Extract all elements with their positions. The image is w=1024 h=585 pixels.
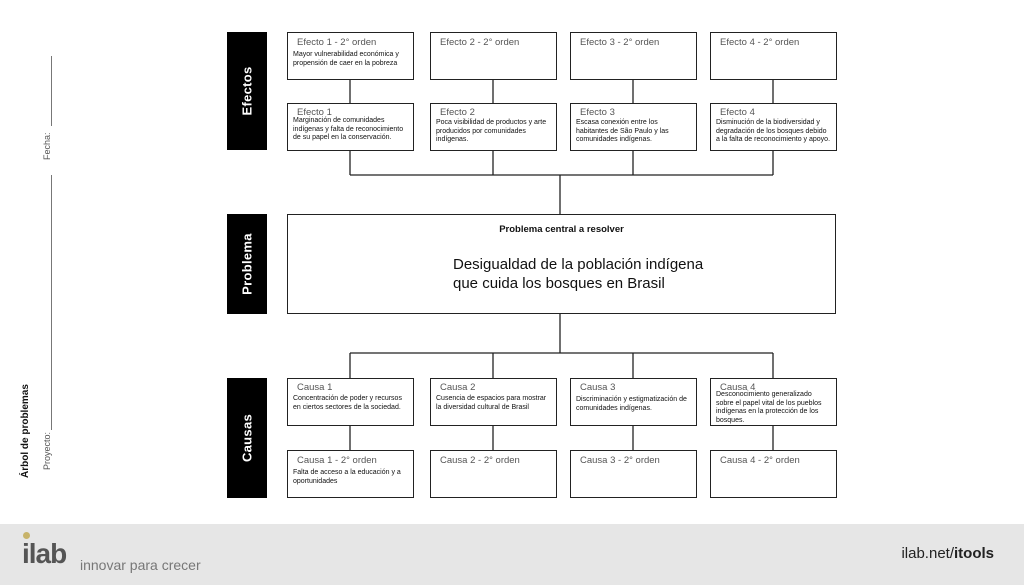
causas-bar: Causas [227, 378, 267, 498]
cause-text-3: Discriminación y estigmatización de comu… [576, 396, 687, 412]
cause-2nd-title-3: Causa 3 - 2° orden [580, 455, 660, 466]
cause-2nd-box-1: Causa 1 - 2° orden Falta de acceso a la … [287, 450, 414, 498]
effect-2nd-title-1: Efecto 1 - 2° orden [297, 37, 377, 48]
effect-title-1: Efecto 1 [297, 107, 332, 118]
cause-title-3: Causa 3 [580, 382, 616, 393]
effect-2nd-box-1: Efecto 1 - 2° orden Mayor vulnerabilidad… [287, 32, 414, 80]
effect-title-2: Efecto 2 [440, 107, 475, 118]
cause-box-1: Causa 1 Concentración de poder y recurso… [287, 378, 414, 426]
cause-text-1: Concentración de poder y recursos en cie… [293, 395, 402, 411]
effect-2nd-title-2: Efecto 2 - 2° orden [440, 37, 520, 48]
cause-2nd-title-2: Causa 2 - 2° orden [440, 455, 520, 466]
site-bold: itools [954, 545, 994, 562]
cause-2nd-text-1: Falta de acceso a la educación y a oport… [293, 469, 401, 485]
central-problem-box: Problema central a resolver Desigualdad … [287, 214, 836, 314]
central-problem-statement: Desigualdad de la población indígena que… [453, 255, 703, 293]
cause-2nd-title-1: Causa 1 - 2° orden [297, 455, 377, 466]
effect-title-3: Efecto 3 [580, 107, 615, 118]
central-problem-line-2: que cuida los bosques en Brasil [453, 275, 665, 292]
effect-box-3: Efecto 3 Escasa conexión entre los habit… [570, 103, 697, 151]
fecha-line [51, 56, 52, 126]
cause-title-2: Causa 2 [440, 382, 476, 393]
connector-lines [349, 80, 774, 450]
effect-2nd-title-4: Efecto 4 - 2° orden [720, 37, 800, 48]
central-problem-line-1: Desigualdad de la población indígena [453, 256, 704, 273]
effect-title-4: Efecto 4 [720, 107, 755, 118]
cause-2nd-title-4: Causa 4 - 2° orden [720, 455, 800, 466]
effect-2nd-box-3: Efecto 3 - 2° orden [570, 32, 697, 80]
cause-box-4: Causa 4 Desconocimiento generalizado sob… [710, 378, 837, 426]
tagline: innovar para crecer [80, 557, 201, 573]
site-link[interactable]: ilab.net/itools [901, 545, 994, 562]
effect-2nd-title-3: Efecto 3 - 2° orden [580, 37, 660, 48]
effect-text-1: Marginación de comunidades indígenas y f… [293, 117, 404, 142]
effect-box-1: Efecto 1 Marginación de comunidades indí… [287, 103, 414, 151]
effect-2nd-box-4: Efecto 4 - 2° orden [710, 32, 837, 80]
proyecto-line [51, 175, 52, 430]
effect-text-2: Poca visibilidad de productos y arte pro… [436, 119, 547, 144]
logo-dot-icon [23, 532, 30, 539]
cause-title-4: Causa 4 [720, 382, 756, 393]
effect-2nd-box-2: Efecto 2 - 2° orden [430, 32, 557, 80]
effect-2nd-text-1: Mayor vulnerabilidad económica y propens… [293, 51, 399, 67]
cause-text-2: Cusencia de espacios para mostrar la div… [436, 395, 547, 411]
central-problem-title: Problema central a resolver [499, 224, 624, 235]
ilab-logo: ilab [22, 538, 67, 569]
cause-box-2: Causa 2 Cusencia de espacios para mostra… [430, 378, 557, 426]
problema-bar: Problema [227, 214, 267, 314]
cause-title-1: Causa 1 [297, 382, 333, 393]
cause-2nd-box-4: Causa 4 - 2° orden [710, 450, 837, 498]
effect-box-2: Efecto 2 Poca visibilidad de productos y… [430, 103, 557, 151]
site-prefix: ilab.net/ [901, 545, 954, 562]
effect-box-4: Efecto 4 Disminución de la biodiversidad… [710, 103, 837, 151]
footer [0, 524, 1024, 585]
efectos-bar: Efectos [227, 32, 267, 150]
effect-text-3: Escasa conexión entre los habitantes de … [576, 119, 669, 144]
effect-text-4: Disminución de la biodiversidad y degrad… [716, 119, 831, 144]
cause-text-4: Desconocimiento generalizado sobre el pa… [716, 391, 822, 424]
cause-2nd-box-3: Causa 3 - 2° orden [570, 450, 697, 498]
cause-box-3: Causa 3 Discriminación y estigmatización… [570, 378, 697, 426]
cause-2nd-box-2: Causa 2 - 2° orden [430, 450, 557, 498]
